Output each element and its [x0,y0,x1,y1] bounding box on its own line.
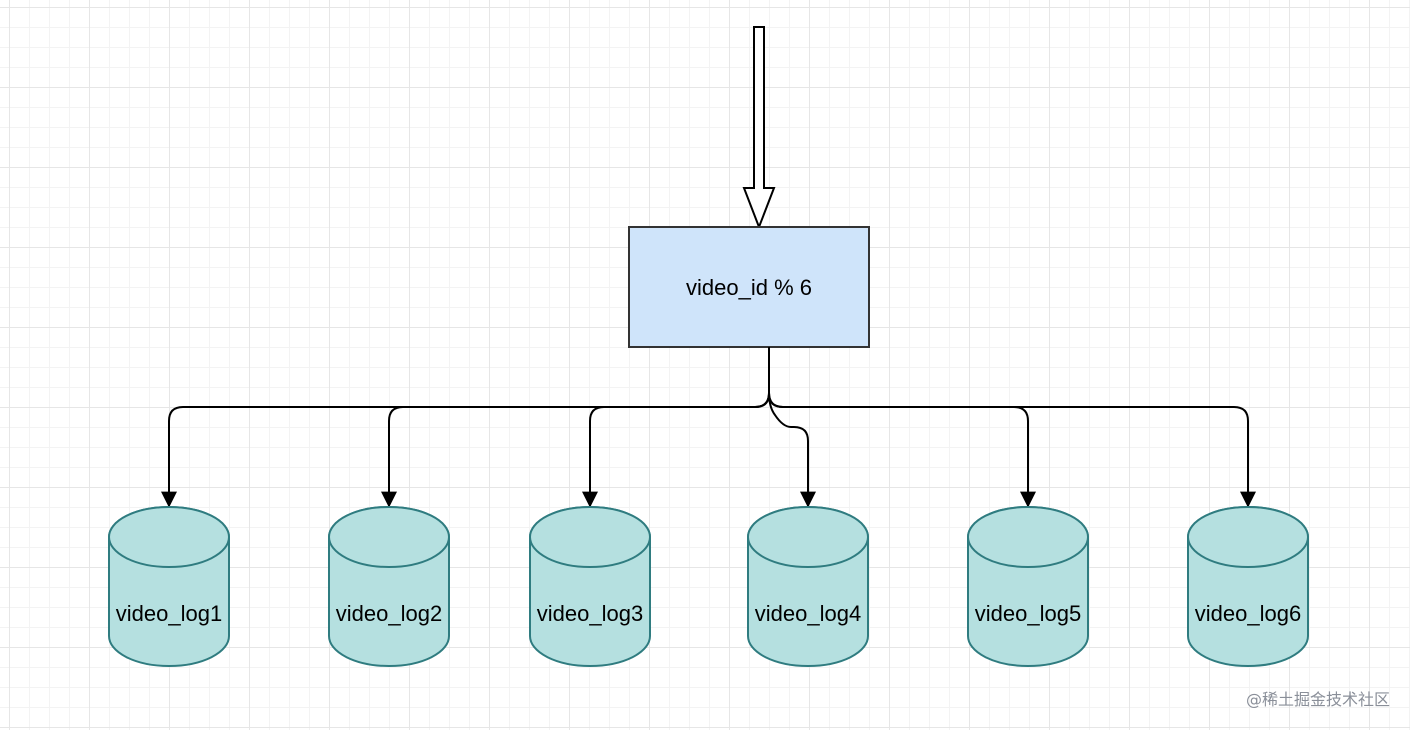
connector-3 [582,347,770,508]
storage-node-4[interactable]: video_log4 [747,506,869,667]
cylinder-top [747,506,869,568]
storage-node-6[interactable]: video_log6 [1187,506,1309,667]
connector-6 [768,347,1256,508]
storage-node-group: video_log1 video_log2 video_log3 video_log4… [108,506,1309,667]
storage-node-3[interactable]: video_log3 [529,506,651,667]
cylinder-top [529,506,651,568]
storage-node-1[interactable]: video_log1 [108,506,230,667]
connector-group [161,347,1256,508]
cylinder-top [328,506,450,568]
storage-node-label: video_log1 [116,601,222,626]
storage-node-5[interactable]: video_log5 [967,506,1089,667]
storage-node-label: video_log4 [755,601,861,626]
modulo-node[interactable]: video_id % 6 [628,226,870,348]
storage-node-label: video_log3 [537,601,643,626]
input-arrow [742,26,776,230]
storage-node-label: video_log2 [336,601,442,626]
cylinder-top [967,506,1089,568]
connector-1 [161,347,770,508]
connector-4 [768,347,816,508]
storage-node-label: video_log6 [1195,601,1301,626]
cylinder-top [108,506,230,568]
modulo-node-label: video_id % 6 [686,275,812,300]
connector-2 [381,347,770,508]
modulo-node-box [628,226,870,348]
watermark-text: @稀土掘金技术社区 [1245,690,1390,709]
cylinder-top [1187,506,1309,568]
storage-node-label: video_log5 [975,601,1081,626]
storage-node-2[interactable]: video_log2 [328,506,450,667]
